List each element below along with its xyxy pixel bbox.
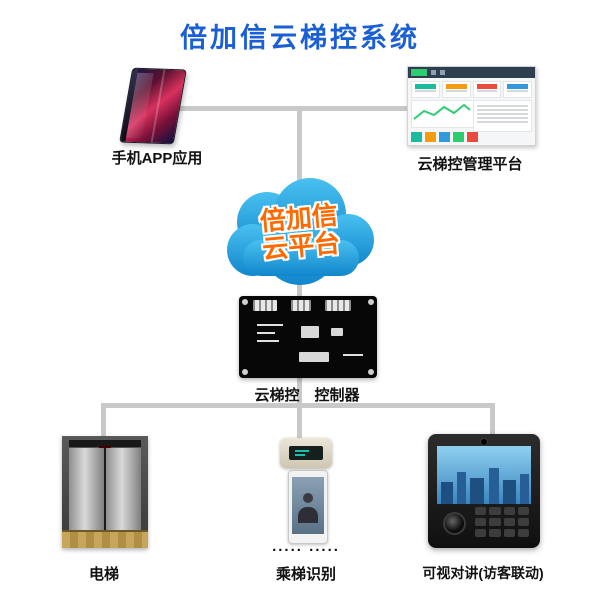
elevator-image [62,436,148,548]
dashboard-logo [411,69,427,76]
video-intercom-image [428,434,540,548]
keypad-key [503,507,515,515]
dashboard-nav-item [431,70,436,75]
keypad-key [475,507,487,515]
face-recognition-terminal-image [288,470,328,544]
keypad-key [475,518,487,526]
reader-display-text [295,454,305,456]
card-reader-image [280,438,332,468]
tile [411,132,422,142]
dashboard-table [473,100,532,132]
stat-card [411,81,440,98]
reader-display-text [295,450,309,452]
dashboard-color-tiles [411,132,478,142]
city-building [470,478,484,504]
keypad-key [517,518,529,526]
cloud-icon [227,178,374,285]
keypad-key [503,529,515,537]
connector-line-drop-recognition [297,403,302,441]
terminal-block [253,300,277,311]
silkscreen-mark [257,332,275,334]
tile [425,132,436,142]
recognition-label: 乘梯识别 [275,566,336,583]
silkscreen-mark [257,324,283,326]
phone-label: 手机APP应用 [111,150,203,167]
chip [299,352,329,362]
chip [331,328,343,336]
dashboard-nav-item [440,70,445,75]
city-building [441,482,453,504]
person-silhouette-body [298,506,318,523]
intercom-label: 可视对讲(访客联动) [422,565,544,581]
elevator-label: 电梯 [88,566,119,583]
keypad-key [489,529,501,537]
terminal-block [291,300,311,311]
elevator-doorway [69,448,141,532]
city-building [520,474,529,504]
mounting-hole [368,369,374,375]
stat-card [441,81,471,98]
tile [467,132,478,142]
reader-screen [289,446,323,460]
controller-label: 云梯控 控制器 [254,387,360,404]
recognition-dots: ..... ..... [272,538,340,555]
intercom-camera-lens [443,512,466,535]
silkscreen-mark [257,340,279,342]
tile [453,132,464,142]
tile [439,132,450,142]
city-building [503,480,516,504]
city-building [489,468,499,504]
terminal-block [325,300,351,311]
mounting-hole [242,369,248,375]
elevator-door-right [106,448,141,532]
dashboard-header-bar [408,67,535,78]
keypad-key [489,507,501,515]
keypad-key [489,518,501,526]
connector-line-top-vertical [297,106,302,200]
mounting-hole [242,299,248,305]
elevator-floor-carpet [62,530,148,548]
connector-line-drop-intercom [490,403,495,437]
recognition-screen [292,477,324,534]
phone-fold-line [150,69,166,143]
keypad-key [517,529,529,537]
stat-card [472,81,502,98]
elevator-lintel [69,440,141,449]
dashboard-stat-cards [408,78,535,98]
dashboard-thumbnail [407,66,536,146]
elevator-floor-display [99,446,111,449]
platform-label: 云梯控管理平台 [417,156,523,173]
stat-card [503,81,532,98]
intercom-keypad [475,507,529,537]
person-silhouette-head [303,492,313,503]
chip [301,326,319,338]
mounting-hole [368,299,374,305]
city-building [457,472,466,504]
controller-board-image [239,296,377,378]
page-title: 倍加信云梯控系统 [180,23,420,53]
connector-line-drop-elevator [101,403,106,441]
intercom-screen [437,446,531,504]
connector-line-controller-to-bus [297,376,302,408]
keypad-key [503,518,515,526]
intercom-camera-hole [480,438,488,446]
phone-screen [119,67,187,145]
elevator-door-left [69,448,104,532]
dashboard-line-chart [411,100,475,128]
keypad-key [517,507,529,515]
connector-line-top-horizontal [170,106,410,111]
foldable-phone-image [112,64,196,148]
silkscreen-mark [343,354,363,356]
keypad-key [475,529,487,537]
